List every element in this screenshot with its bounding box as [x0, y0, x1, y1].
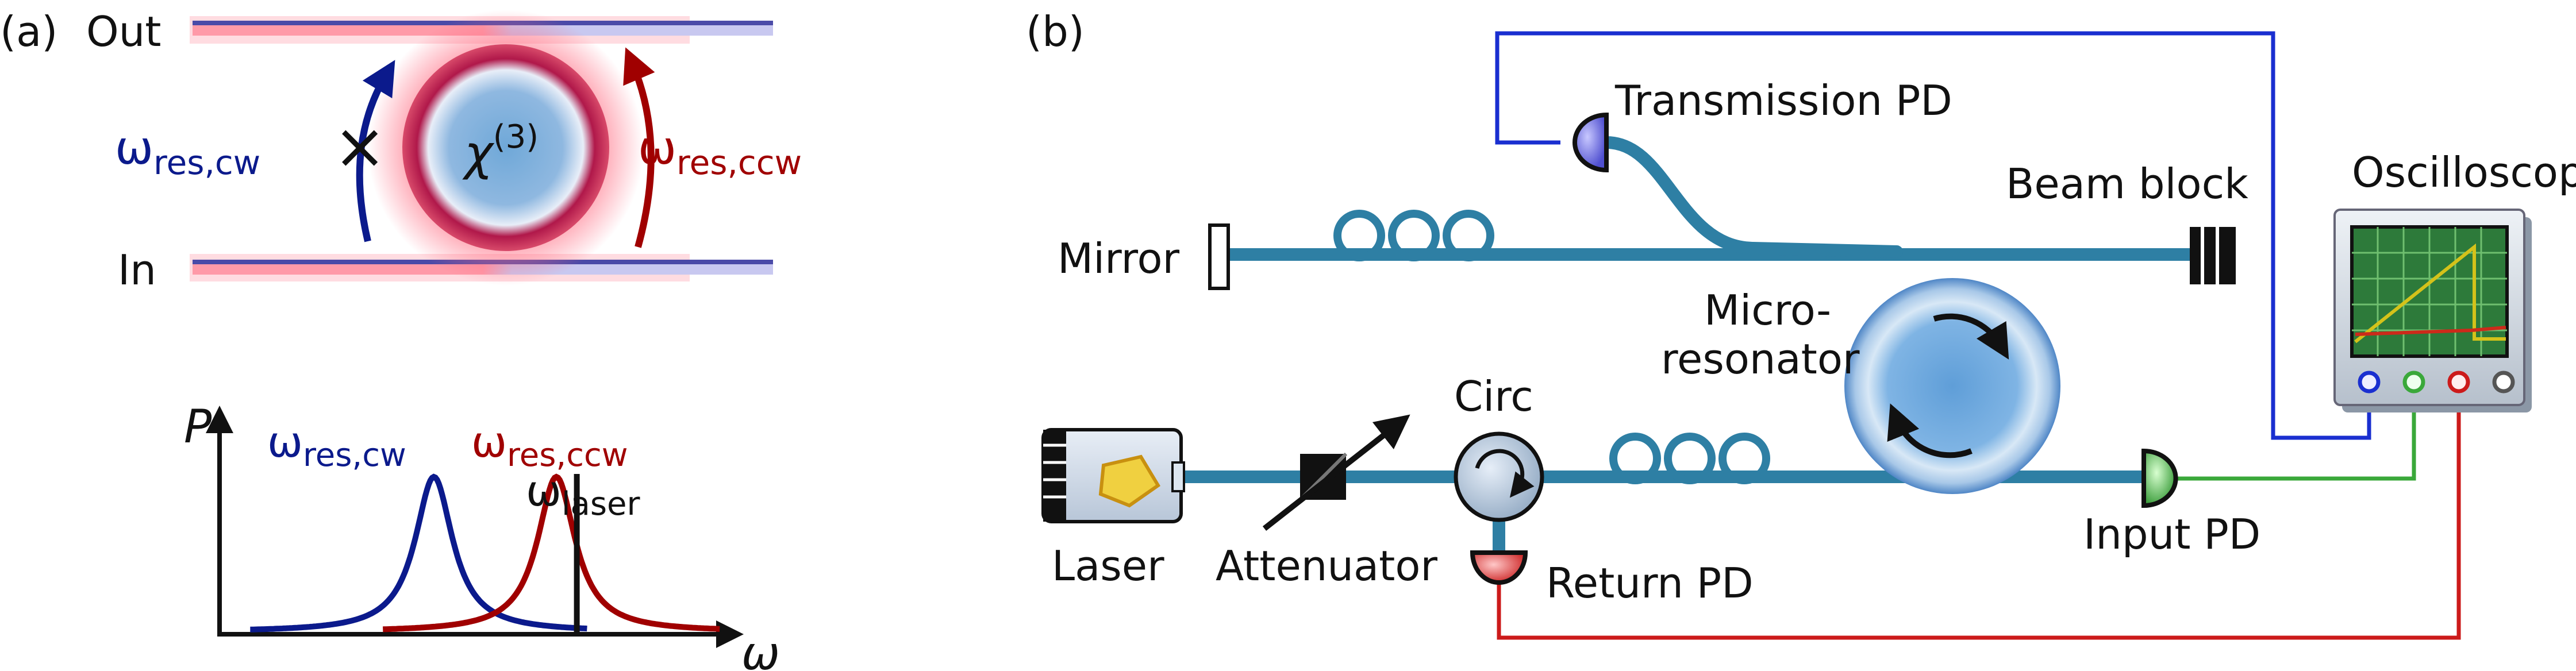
cw-resonance-line [250, 473, 587, 633]
plot-ccw-label: ωres,ccw [471, 418, 628, 474]
ring-resonator: χ(3) [368, 10, 644, 286]
microresonator-label-2: resonator [1661, 335, 1860, 383]
upper-fiber-loops-icon [1333, 210, 1494, 261]
return-pd-label: Return PD [1546, 559, 1754, 607]
circulator-icon [1454, 431, 1544, 522]
circ-label: Circ [1454, 372, 1533, 421]
ccw-arrow [623, 47, 655, 248]
panel-b-tag: (b) [1026, 7, 1085, 56]
resonance-plot: P ω ωres,cw ωres,ccw ωlaser [184, 400, 780, 671]
microresonator [1844, 278, 2060, 494]
x-axis-label: ω [741, 627, 780, 671]
upper-fiber [1222, 136, 2219, 261]
blocked-mark-icon: × [333, 109, 386, 183]
plot-cw-label: ωres,cw [267, 418, 406, 474]
laser-label: Laser [1052, 542, 1164, 590]
green-wire [2174, 386, 2416, 481]
lower-fiber-loops-icon [1609, 433, 1770, 484]
return-pd-icon [1470, 550, 1528, 585]
mirror-icon [1208, 223, 1230, 290]
microresonator-label-1: Micro- [1704, 286, 1831, 334]
mirror-label: Mirror [1058, 234, 1180, 283]
ccw-label: ωres,ccw [638, 121, 802, 182]
plot-laser-label: ωlaser [526, 466, 640, 523]
panel-a: (a) Out In χ(3) × ωres,cw ωres,ccw [0, 7, 802, 671]
input-pd-icon [2141, 448, 2178, 508]
attenuator-label: Attenuator [1216, 542, 1437, 590]
chi3-label: χ(3) [462, 118, 539, 181]
transmission-pd-icon [1572, 112, 1609, 173]
panel-a-tag: (a) [0, 7, 57, 56]
transmission-pd-label: Transmission PD [1614, 76, 1952, 125]
y-axis-label: P [184, 400, 212, 453]
blue-wire [1495, 31, 2371, 440]
red-wire [1497, 386, 2461, 640]
oscilloscope-label: Oscilloscope [2352, 148, 2576, 196]
ccw-resonance-line [383, 473, 720, 633]
input-pd-label: Input PD [2083, 510, 2260, 558]
in-label: In [118, 246, 156, 294]
oscilloscope-icon [2333, 209, 2532, 412]
out-label: Out [86, 7, 162, 56]
laser-icon [1041, 428, 1185, 523]
cw-arrow [356, 60, 395, 242]
beam-block-label: Beam block [2006, 160, 2248, 208]
cw-label: ωres,cw [115, 121, 260, 182]
beam-block-icon [2190, 227, 2236, 284]
panel-b: (b) Mirror [1026, 7, 2576, 640]
attenuator-icon [1262, 414, 1410, 531]
